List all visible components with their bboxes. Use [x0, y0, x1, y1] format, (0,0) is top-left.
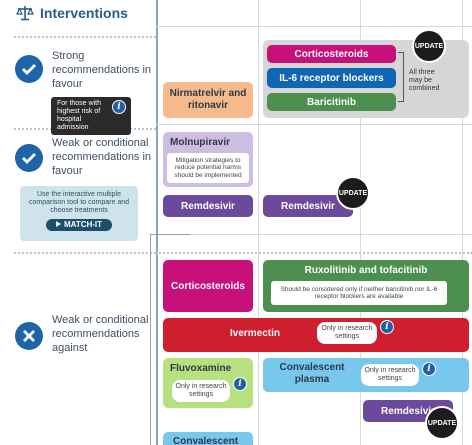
ruxolitinib-note: Should be considered only if neither bar…	[271, 281, 447, 305]
row-rule-2	[156, 234, 472, 235]
row-divider-4	[156, 252, 472, 254]
group-bracket-stem	[150, 234, 151, 445]
column-divider-main	[156, 0, 158, 445]
ruxolitinib-label: Ruxolitinib and tofacitinib	[304, 265, 428, 276]
play-icon	[55, 221, 61, 227]
update-badge: UPDATE	[412, 29, 446, 63]
group-bracket	[150, 234, 190, 235]
baricitinib-pill[interactable]: Baricitinib	[267, 93, 396, 111]
weak-favour-label: Weak or conditional recommendations in f…	[52, 137, 152, 177]
match-it-panel: Use the interactive multiple comparison …	[20, 186, 138, 241]
column-divider-1	[258, 0, 259, 445]
info-icon[interactable]: i	[233, 377, 247, 391]
column-divider-3	[462, 0, 463, 445]
ivermectin-note: Only in research settings	[317, 322, 377, 344]
check-icon	[15, 144, 43, 172]
remdesivir-pill-2[interactable]: Remdesivir	[263, 195, 353, 217]
remdesivir-pill-1[interactable]: Remdesivir	[163, 195, 253, 217]
update-badge: UPDATE	[425, 406, 459, 440]
row-divider-1	[14, 36, 156, 38]
convalescent-plasma-note: Only in research settings	[361, 364, 419, 386]
convalescent-bottom-label: Convalescent	[173, 436, 239, 445]
page-title: Interventions	[40, 5, 128, 21]
convalescent-plasma-label: Convalescent plasma	[279, 362, 345, 385]
fluvoxamine-note: Only in research settings	[172, 380, 230, 402]
page-header: Interventions	[0, 0, 156, 26]
info-icon[interactable]: i	[422, 362, 436, 376]
info-icon[interactable]: i	[112, 100, 126, 114]
scales-icon	[16, 5, 34, 21]
strong-recommendation-label: Strong recommendations in favour	[52, 50, 152, 90]
row-rule-1	[156, 124, 472, 125]
combine-note: All three may be combined	[409, 69, 440, 92]
molnupiravir-note: Mitigation strategies to reduce potentia…	[167, 153, 249, 183]
info-icon[interactable]: i	[380, 320, 394, 334]
column-divider-2	[360, 0, 361, 445]
nirmatrelvir-pill[interactable]: Nirmatrelvir and ritonavir	[163, 82, 253, 118]
row-divider-3	[14, 252, 156, 254]
highest-risk-text: For those with highest risk of hospital …	[57, 100, 101, 131]
ivermectin-label: Ivermectin	[230, 328, 281, 339]
header-rule	[156, 26, 472, 27]
match-it-description: Use the interactive multiple comparison …	[29, 191, 129, 214]
ivermectin-card[interactable]	[163, 318, 469, 352]
update-badge: UPDATE	[336, 176, 370, 210]
fluvoxamine-label: Fluvoxamine	[170, 363, 232, 374]
match-it-button[interactable]: MATCH-IT	[45, 219, 113, 231]
il6-pill[interactable]: IL-6 receptor blockers	[267, 68, 396, 88]
corticosteroids-against-pill[interactable]: Corticosteroids	[163, 260, 253, 312]
match-it-button-label: MATCH-IT	[63, 220, 103, 229]
cross-icon	[15, 322, 43, 350]
molnupiravir-label: Molnupiravir	[170, 137, 231, 148]
against-recommendation-label: Weak or conditional recommendations agai…	[52, 314, 149, 354]
check-icon	[15, 55, 43, 83]
corticosteroids-pill[interactable]: Corticosteroids	[267, 45, 396, 63]
combine-bracket	[398, 52, 404, 102]
convalescent-bottom-card[interactable]	[163, 432, 253, 445]
